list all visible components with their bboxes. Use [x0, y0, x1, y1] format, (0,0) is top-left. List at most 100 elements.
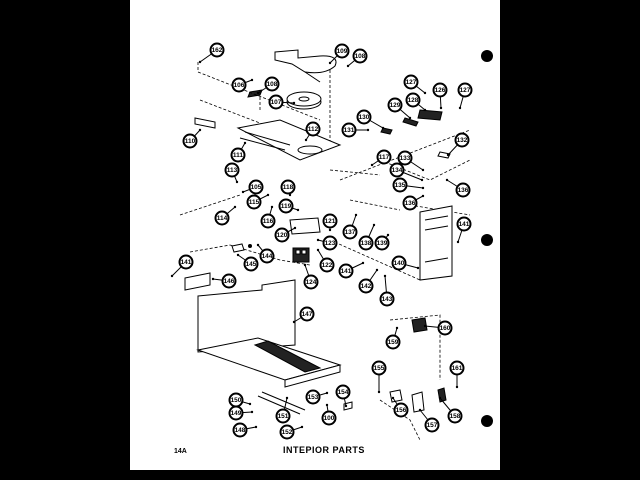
part-callout: 133: [397, 150, 425, 172]
callout-label: 140: [394, 260, 405, 267]
leader-dot: [250, 410, 254, 414]
callout-label: 162: [212, 47, 223, 54]
part-callout: 148: [232, 422, 258, 438]
callout-label: 141: [181, 259, 192, 266]
callout-label: 112: [308, 126, 319, 133]
callout-circle: [374, 235, 390, 251]
callout-circle: [322, 235, 338, 251]
part-callout: 138: [358, 223, 376, 251]
clip-156: [389, 389, 403, 403]
leader-dot: [233, 205, 237, 209]
leader-dot: [421, 186, 425, 190]
callout-circle: [385, 334, 401, 350]
part-callout: 147: [292, 306, 315, 324]
part-callout: 141: [338, 261, 365, 279]
leader-dot: [254, 425, 258, 429]
part-callout: 114: [214, 205, 237, 226]
part-callout: 135: [392, 177, 425, 193]
callout-circle: [303, 274, 319, 290]
callout-circle: [352, 48, 368, 64]
leader-dot: [211, 277, 215, 281]
callout-circle: [305, 121, 321, 137]
leader-dot: [292, 320, 296, 324]
leader-dot: [366, 128, 370, 132]
leader-dot: [235, 180, 239, 184]
leader-dot: [423, 324, 427, 328]
part-callout: 153: [305, 389, 329, 405]
callout-label: 118: [283, 184, 294, 191]
callout-label: 148: [235, 427, 246, 434]
leader-dot: [370, 163, 374, 167]
callout-circle: [278, 198, 294, 214]
leader-dot: [266, 193, 270, 197]
leader-dot: [198, 60, 202, 64]
part-callout: 129: [387, 97, 412, 120]
callout-label: 145: [246, 261, 257, 268]
bracket-157: [411, 391, 425, 413]
callout-label: 113: [227, 167, 238, 174]
leader-dot: [325, 403, 329, 407]
part-callout: 100: [321, 403, 337, 426]
callout-circle: [178, 254, 194, 270]
callout-label: 130: [359, 114, 370, 121]
callout-circle: [319, 257, 335, 273]
part-callout: 159: [385, 326, 401, 350]
part-callout: 144: [256, 243, 275, 264]
callout-label: 146: [224, 278, 235, 285]
callout-label: 136: [405, 200, 416, 207]
callout-circle: [342, 224, 358, 240]
part-callout: 117: [370, 149, 392, 167]
callout-label: 115: [249, 199, 260, 206]
callout-circle: [456, 216, 472, 232]
binding-hole-icon: [481, 234, 493, 246]
callout-label: 108: [267, 81, 278, 88]
callout-circle: [268, 94, 284, 110]
leader-dot: [328, 61, 332, 65]
leader-dot: [328, 228, 332, 232]
callout-label: 127: [460, 87, 471, 94]
callout-label: 144: [262, 253, 273, 260]
leader-dot: [372, 223, 376, 227]
part-callout: 158: [438, 396, 463, 424]
part-callout: 113: [224, 162, 240, 184]
callout-circle: [322, 213, 338, 229]
callout-label: 107: [271, 99, 282, 106]
callout-circle: [231, 77, 247, 93]
leader-dot: [346, 64, 350, 68]
callout-label: 128: [408, 97, 419, 104]
back-panel: [197, 279, 296, 353]
callout-circle: [275, 408, 291, 424]
callout-circle: [403, 74, 419, 90]
callout-circle: [392, 177, 408, 193]
part-callout: 108: [346, 48, 368, 68]
leader-dot: [292, 101, 296, 105]
leader-dot: [288, 193, 292, 197]
part-callout: 116: [260, 205, 276, 229]
leader-dot: [381, 126, 385, 130]
part-callout: 161: [449, 360, 465, 389]
callout-circle: [264, 76, 280, 92]
clip-part: [231, 243, 245, 253]
part-callout: 141: [456, 216, 472, 244]
callout-circle: [243, 256, 259, 272]
switch-part: [402, 117, 419, 127]
leader-dot: [395, 326, 399, 330]
callout-circle: [358, 235, 374, 251]
callout-circle: [214, 210, 230, 226]
callout-label: 139: [377, 240, 388, 247]
callout-circle: [221, 273, 237, 289]
callout-circle: [457, 82, 473, 98]
callout-label: 105: [251, 184, 262, 191]
leader-dot: [446, 153, 450, 157]
callout-label: 100: [324, 415, 335, 422]
part-callout: 131: [341, 122, 370, 138]
part-callout: 142: [358, 268, 379, 294]
part-callout: 160: [423, 320, 453, 336]
leader-dot: [241, 190, 245, 194]
leader-dot: [408, 116, 412, 120]
callout-label: 137: [345, 229, 356, 236]
part-callout: 154: [335, 384, 351, 408]
part-callout: 118: [280, 179, 296, 197]
callout-circle: [260, 213, 276, 229]
callout-circle: [397, 150, 413, 166]
